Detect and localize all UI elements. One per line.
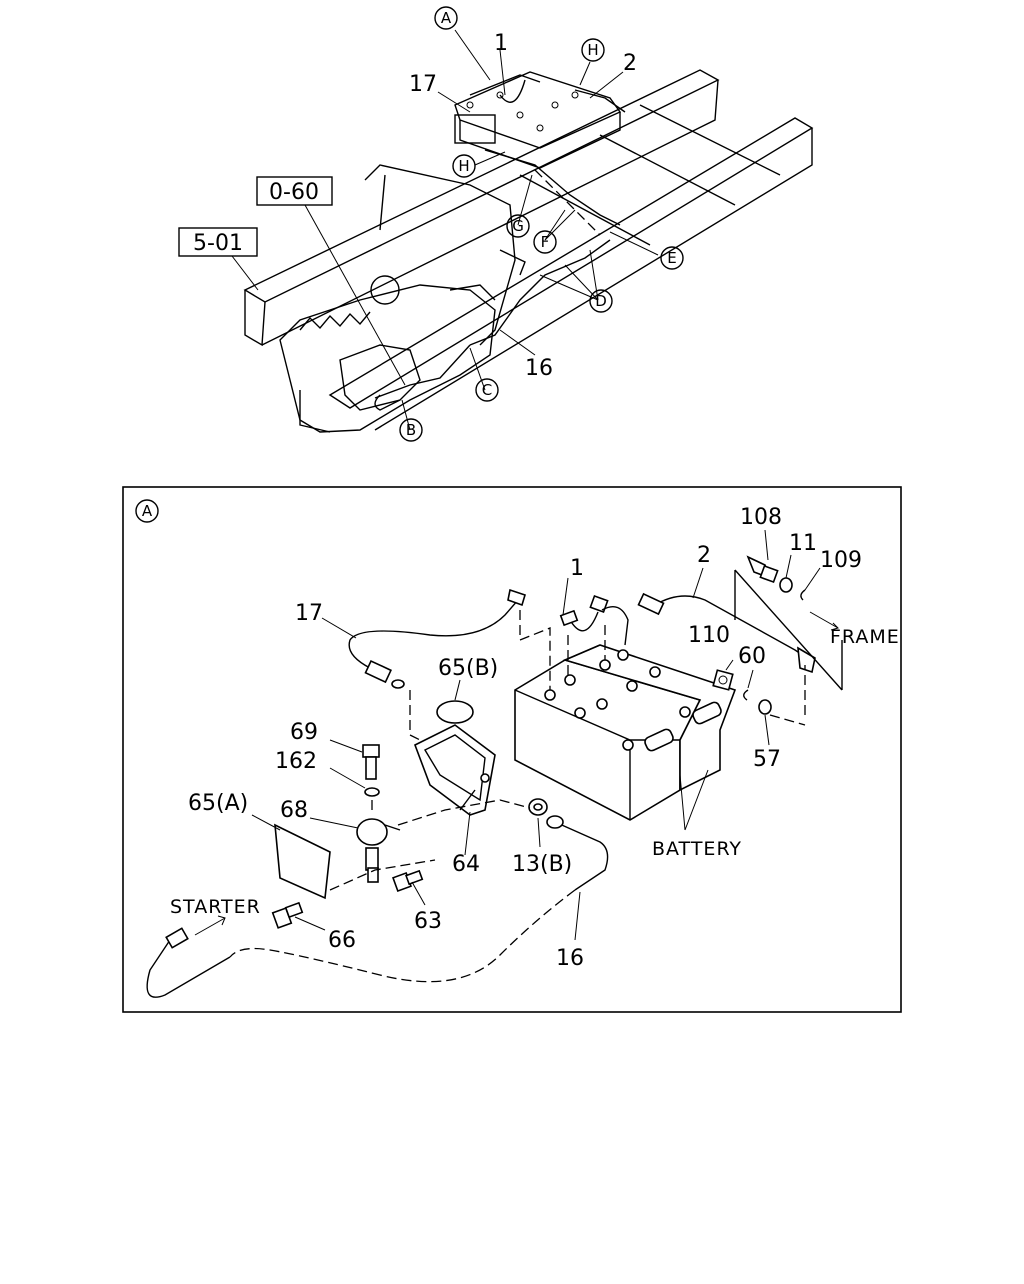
label-162: 162	[275, 749, 317, 774]
callout-b: B	[399, 418, 423, 442]
svg-text:E: E	[667, 249, 676, 267]
battery-pair	[514, 644, 737, 821]
label-64: 64	[452, 852, 480, 877]
clip-60	[743, 689, 749, 701]
callout-e: E	[660, 246, 684, 270]
ref-5-01: 5-01	[193, 231, 243, 256]
terminal-68	[356, 818, 401, 883]
frame-bolt-108	[746, 555, 779, 584]
detail-corner-callout: A	[135, 499, 159, 523]
label-60: 60	[738, 644, 766, 669]
label-16: 16	[556, 946, 584, 971]
callout-f: F	[533, 230, 557, 254]
cover-plate-65a	[274, 823, 331, 900]
cable-1	[569, 611, 599, 632]
label-13b: 13(B)	[512, 852, 572, 877]
washer-57	[758, 699, 772, 715]
label-frame: FRAME	[830, 626, 900, 648]
label-63: 63	[414, 909, 442, 934]
svg-text:B: B	[406, 421, 416, 439]
washer-162	[364, 787, 380, 797]
terminal-cover-64	[413, 724, 496, 816]
svg-text:H: H	[587, 41, 598, 59]
nut-110	[712, 669, 734, 691]
svg-text:D: D	[595, 292, 607, 310]
overview-label-2: 2	[623, 51, 637, 76]
overview-label-1: 1	[494, 31, 508, 56]
callout-h-top: H	[581, 38, 605, 62]
detail-frame	[122, 486, 902, 1013]
ref-box-5-01	[178, 227, 258, 257]
label-17: 17	[295, 601, 323, 626]
overview-label-16: 16	[525, 356, 553, 381]
svg-text:A: A	[142, 502, 153, 520]
bolt-69	[362, 744, 380, 780]
ref-0-60: 0-60	[269, 180, 319, 205]
label-11: 11	[789, 531, 817, 556]
engine-block	[279, 275, 496, 433]
callout-h-left: H	[452, 154, 476, 178]
cap-65b	[436, 700, 474, 724]
svg-text:H: H	[458, 157, 469, 175]
cable-17	[348, 599, 519, 669]
ref-box-0-60	[256, 176, 333, 206]
label-108: 108	[740, 505, 782, 530]
callout-c: C	[475, 378, 499, 402]
callout-a: A	[434, 6, 458, 30]
grommet-13b	[528, 798, 548, 816]
label-65a: 65(A)	[188, 791, 248, 816]
washer-11	[779, 577, 793, 593]
battery-top	[454, 71, 626, 169]
cable-16-route	[469, 239, 611, 346]
svg-text:C: C	[482, 381, 492, 399]
label-110: 110	[688, 623, 730, 648]
label-69: 69	[290, 720, 318, 745]
overview-label-17: 17	[409, 72, 437, 97]
chassis-frame	[243, 69, 814, 431]
label-66: 66	[328, 928, 356, 953]
svg-text:F: F	[541, 233, 550, 251]
bolt-66	[271, 901, 304, 929]
detail-a-panel: A	[122, 486, 902, 1013]
label-battery: BATTERY	[652, 838, 742, 860]
label-68: 68	[280, 798, 308, 823]
label-57: 57	[753, 747, 781, 772]
label-2: 2	[697, 543, 711, 568]
bolt-63	[392, 869, 424, 892]
label-109: 109	[820, 548, 862, 573]
label-starter: STARTER	[170, 896, 261, 918]
clip-109	[800, 589, 806, 601]
callout-d: D	[589, 289, 613, 313]
cable-16	[554, 821, 609, 891]
svg-text:A: A	[441, 9, 452, 27]
callout-g: G	[506, 214, 530, 238]
label-65b: 65(B)	[438, 656, 498, 681]
label-1: 1	[570, 556, 584, 581]
overview-drawing: 0-60 5-01 1 2 17 16 A H H G F E D C B	[178, 6, 814, 442]
svg-text:G: G	[512, 217, 524, 235]
